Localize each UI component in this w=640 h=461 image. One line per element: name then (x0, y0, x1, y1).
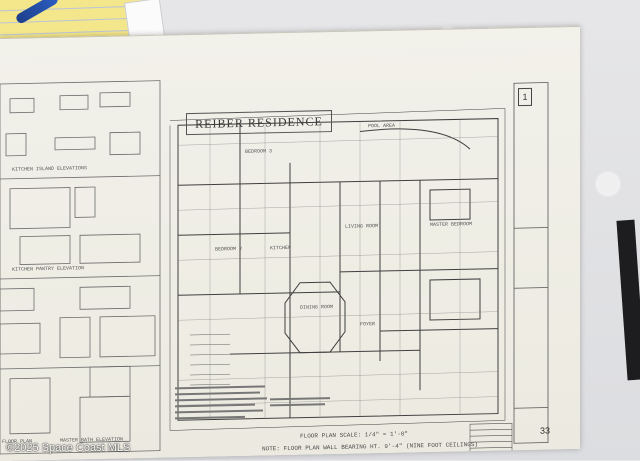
room-label: POOL AREA (368, 122, 396, 130)
room-label: FOYER (360, 321, 376, 328)
elevation-panel (0, 80, 161, 455)
room-label: BEDROOM 2 (215, 245, 243, 253)
title-strip (513, 82, 549, 444)
project-title: REIBER RESIDENCE (195, 113, 323, 131)
room-label: BEDROOM 3 (245, 148, 273, 155)
mls-watermark: ©2025 Space Coast MLS (6, 442, 131, 454)
sheet-number: 1 (518, 87, 532, 107)
room-label: DINING ROOM (300, 304, 334, 311)
room-label: LIVING ROOM (345, 223, 379, 230)
floor-plan-drawing (0, 80, 549, 455)
room-label: KITCHEN (270, 244, 292, 252)
blueprint-sheet: REIBER RESIDENCE POOL AREA LIVING ROOM M… (0, 25, 580, 461)
title-block: REIBER RESIDENCE (186, 110, 332, 136)
plan-outline (177, 118, 499, 421)
sheet-code: 33 (540, 425, 551, 436)
room-label: MASTER BEDROOM (430, 221, 473, 228)
